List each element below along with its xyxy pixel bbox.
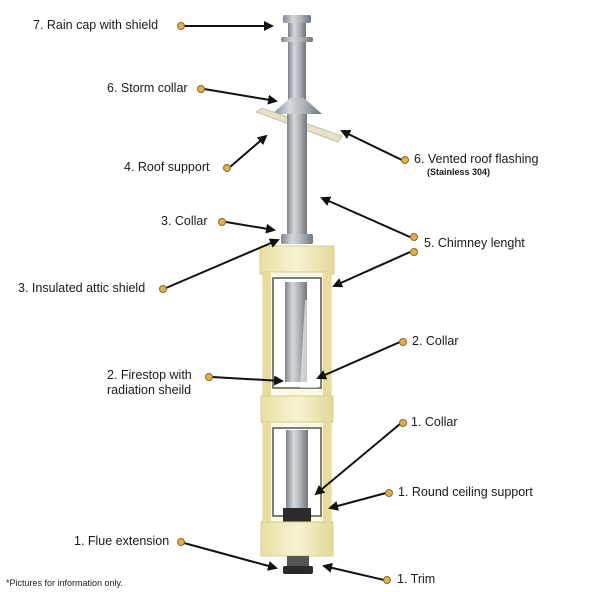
trim [283, 556, 313, 574]
label-firestop-1: 2. Firestop with [107, 368, 192, 382]
arrow-storm-collar [203, 88, 278, 105]
arrow-chimney-a [320, 196, 411, 238]
label-collar-1: 1. Collar [411, 415, 458, 429]
arrow-ceiling-support [328, 492, 387, 511]
arrow-firestop [211, 375, 284, 386]
label-collar-2: 2. Collar [412, 334, 459, 348]
label-firestop-2: radiation sheild [107, 383, 192, 397]
footnote: *Pictures for information only. [6, 578, 123, 588]
arrow-roof-support [229, 134, 268, 168]
label-ceiling-support: 1. Round ceiling support [398, 485, 533, 499]
storm-collar [272, 98, 322, 114]
label-roof-support: 4. Roof support [124, 160, 210, 174]
chimney-pipe [287, 114, 307, 238]
attic-shield-box [259, 245, 335, 397]
lower-box [262, 421, 332, 523]
label-dots [159, 22, 418, 584]
label-storm-collar: 6. Storm collar [107, 81, 188, 95]
arrow-collar-1 [314, 423, 401, 496]
leader-arrows [165, 21, 411, 581]
arrow-chimney-b [332, 251, 411, 288]
arrow-attic-shield [165, 238, 280, 289]
arrow-vented-flashing [340, 129, 403, 161]
label-vented-flashing: 6. Vented roof flashing [414, 152, 539, 166]
ceiling-support [260, 521, 334, 557]
arrow-collar-2 [316, 341, 401, 380]
upper-pipe [288, 42, 306, 102]
arrow-flue-extension [183, 542, 278, 571]
firestop-plate [260, 395, 334, 423]
label-flue-extension: 1. Flue extension [74, 534, 170, 548]
arrow-collar-3 [225, 221, 276, 234]
label-chimney-length: 5. Chimney lenght [424, 236, 525, 250]
collar-3 [281, 234, 313, 244]
arrow-trim [322, 562, 385, 581]
rain-cap [281, 15, 313, 42]
label-attic-shield: 3. Insulated attic shield [18, 281, 146, 295]
label-trim: 1. Trim [397, 572, 436, 586]
label-vented-flashing-sub: (Stainless 304) [427, 167, 491, 177]
label-rain-cap: 7. Rain cap with shield [33, 18, 159, 32]
label-collar-3: 3. Collar [161, 214, 208, 228]
